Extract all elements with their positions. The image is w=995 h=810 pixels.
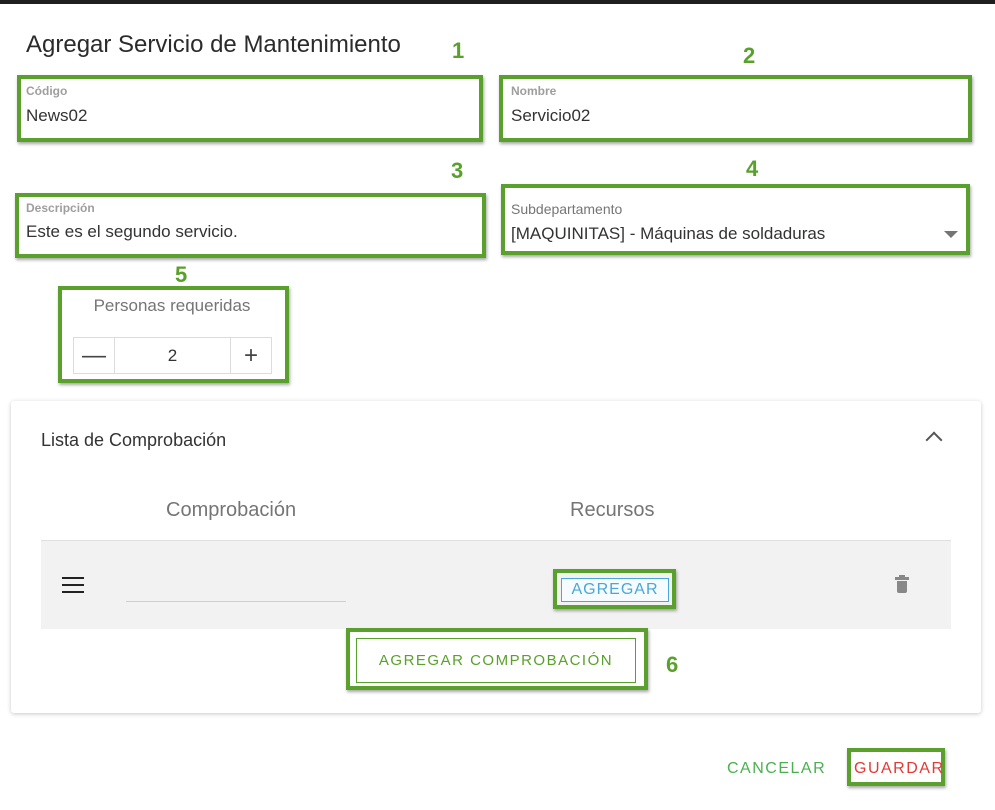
highlight-add-comprobacion — [346, 628, 648, 690]
highlight-guardar — [847, 748, 945, 786]
nombre-label: Nombre — [511, 84, 557, 98]
table-row: AGREGAR — [41, 540, 951, 629]
nombre-input[interactable]: Servicio02 — [511, 106, 591, 125]
add-resource-button[interactable]: AGREGAR — [561, 578, 669, 602]
highlight-agregar — [553, 569, 676, 609]
personas-value[interactable]: 2 — [167, 346, 178, 365]
trash-icon[interactable] — [895, 575, 909, 593]
drag-handle-icon[interactable] — [62, 577, 84, 593]
codigo-label: Código — [26, 84, 68, 98]
column-comprobacion: Comprobación — [166, 499, 297, 521]
chevron-down-icon[interactable] — [944, 231, 958, 238]
increment-button[interactable]: + — [230, 338, 271, 373]
descripcion-input[interactable]: Este es el segundo servicio. — [26, 222, 238, 241]
personas-label: Personas requeridas — [93, 296, 251, 315]
chevron-up-icon[interactable] — [925, 431, 943, 449]
highlight-personas — [58, 286, 289, 383]
dialog-title: Agregar Servicio de Mantenimiento — [26, 31, 401, 58]
save-button[interactable]: GUARDAR — [854, 760, 945, 777]
marker-2: 2 — [743, 43, 756, 68]
marker-5: 5 — [175, 262, 188, 287]
highlight-nombre — [499, 75, 972, 142]
checklist-panel: Lista de Comprobación Comprobación Recur… — [11, 401, 981, 713]
add-comprobacion-button[interactable]: AGREGAR COMPROBACIÓN — [356, 638, 636, 683]
comprobacion-input[interactable] — [126, 601, 346, 602]
highlight-descripcion — [15, 193, 486, 258]
column-recursos: Recursos — [570, 499, 655, 521]
descripcion-label: Descripción — [26, 201, 95, 215]
quantity-stepper: — 2 + — [73, 337, 272, 374]
decrement-button[interactable]: — — [74, 338, 115, 373]
marker-4: 4 — [746, 156, 759, 181]
top-bar — [0, 0, 995, 4]
subdepartamento-select[interactable]: [MAQUINITAS] - Máquinas de soldaduras — [511, 224, 826, 243]
marker-6: 6 — [666, 652, 679, 677]
marker-3: 3 — [451, 158, 464, 183]
highlight-subdepartamento — [501, 184, 970, 255]
cancel-button[interactable]: CANCELAR — [727, 760, 827, 777]
highlight-codigo — [17, 75, 483, 142]
marker-1: 1 — [452, 38, 465, 63]
subdepartamento-label: Subdepartamento — [511, 201, 623, 217]
checklist-title: Lista de Comprobación — [41, 430, 227, 450]
codigo-input[interactable]: News02 — [26, 106, 88, 125]
